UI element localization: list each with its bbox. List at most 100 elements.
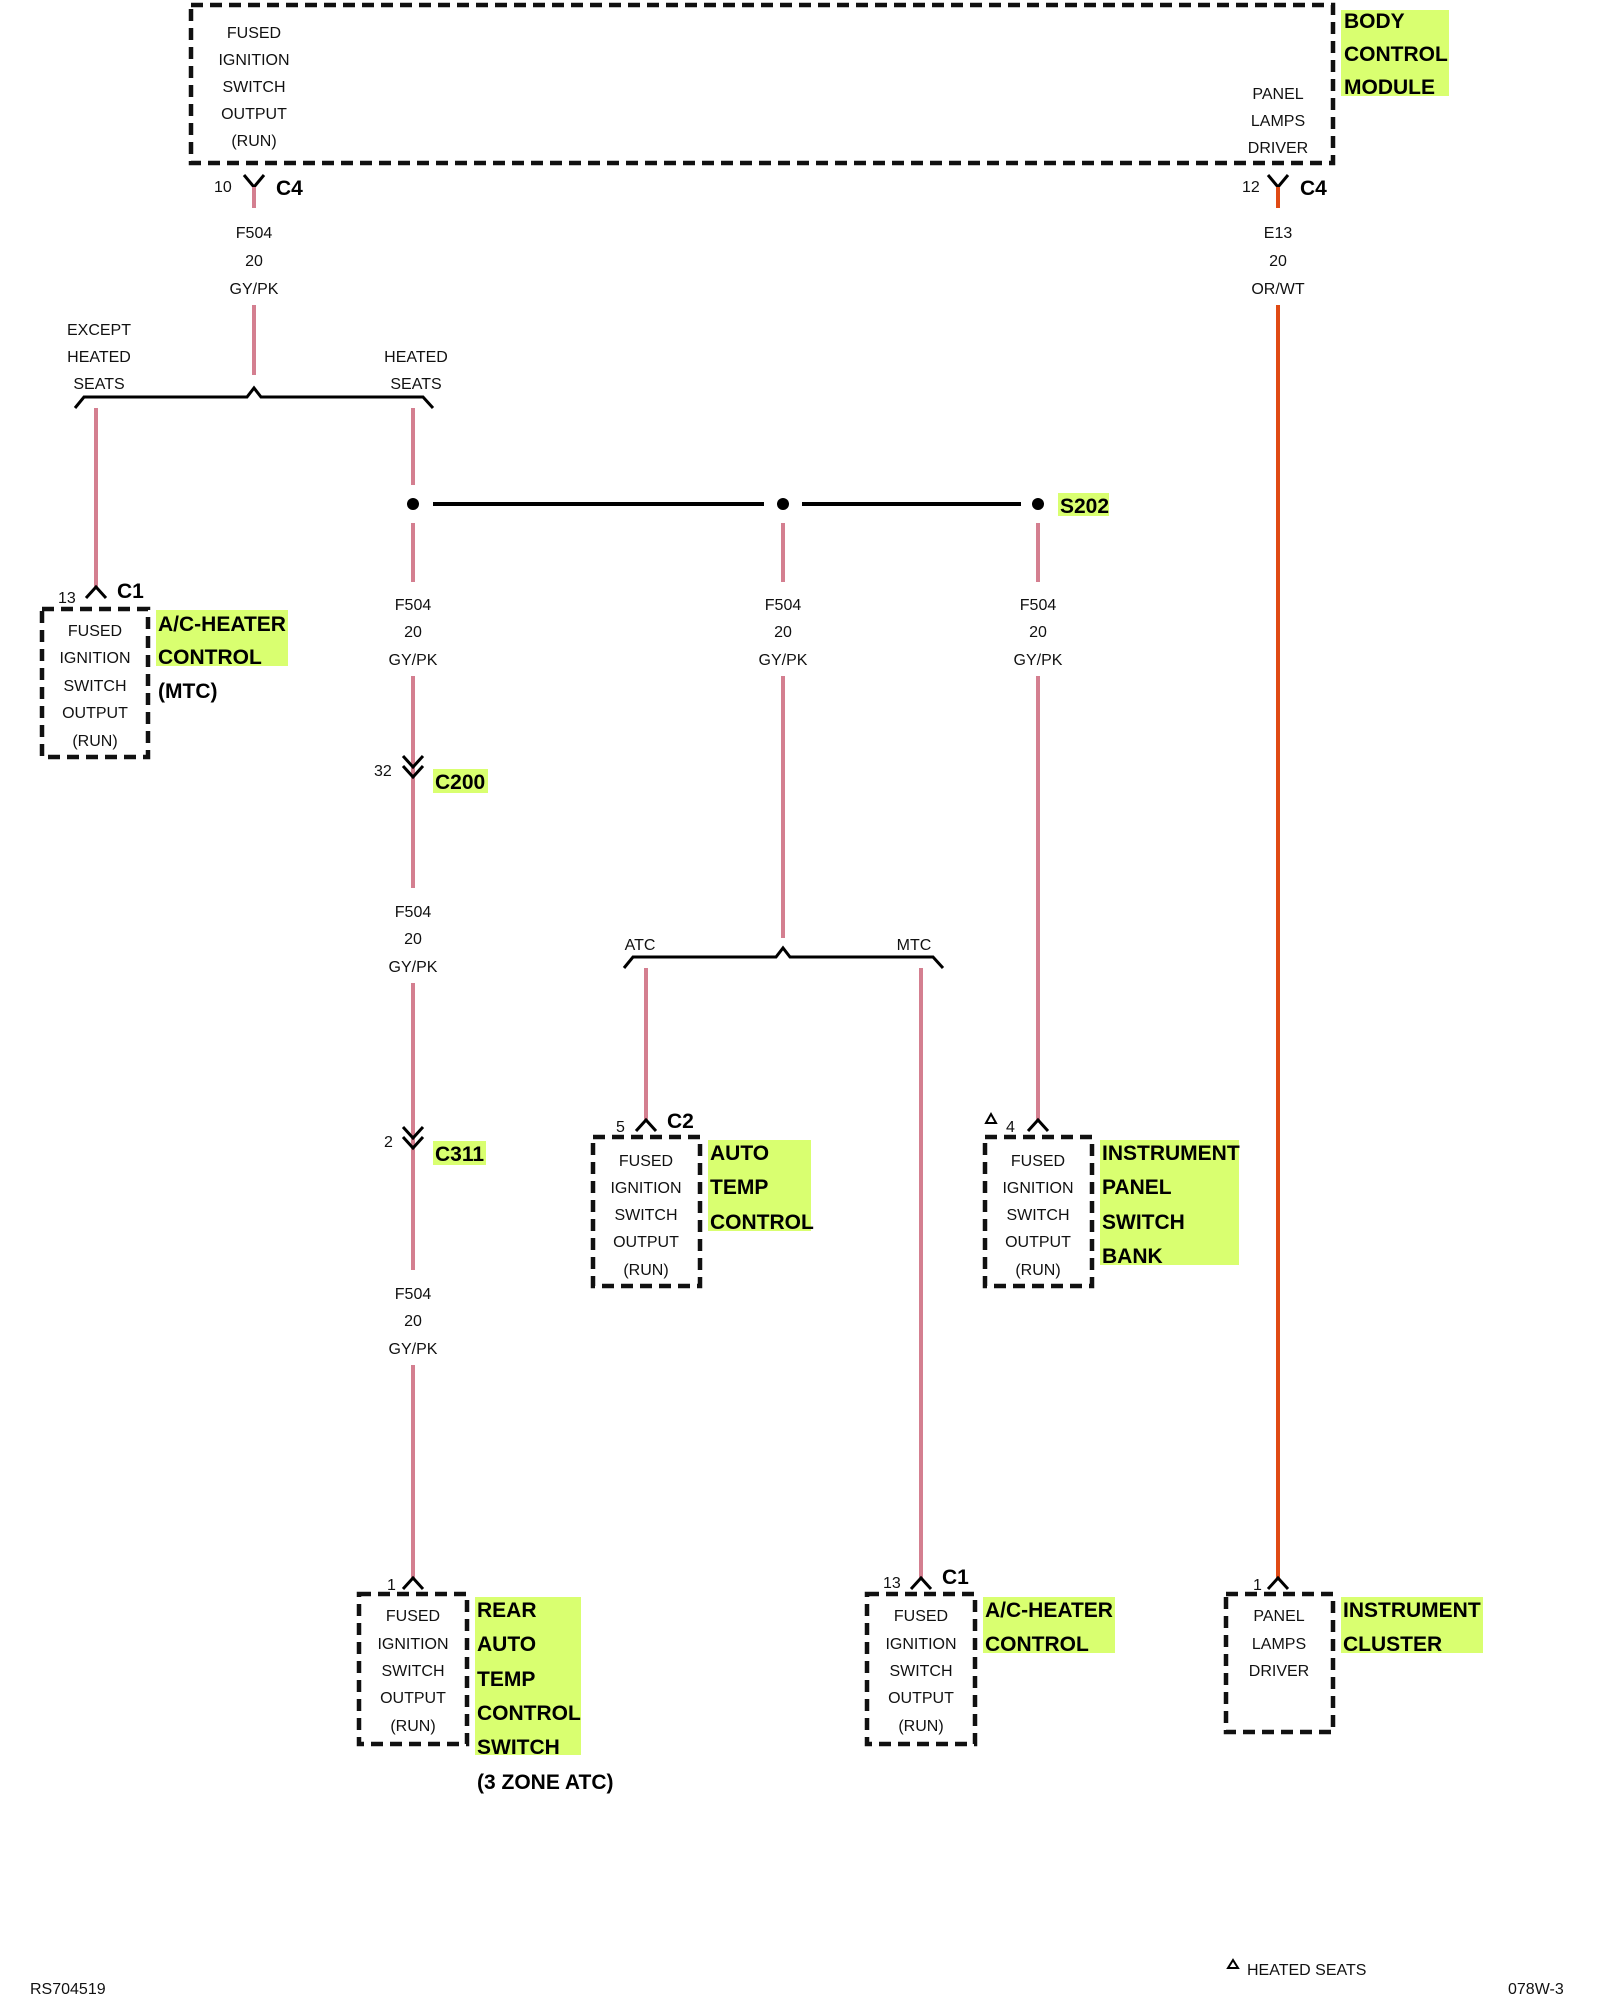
pin-label: IGNITION bbox=[610, 1180, 681, 1197]
c4-left-name: C4 bbox=[276, 177, 303, 200]
footer: RS704519 HEATED SEATS 078W-3 bbox=[30, 1958, 1564, 1998]
pin-label: (RUN) bbox=[623, 1262, 668, 1279]
pin-label: (RUN) bbox=[72, 733, 117, 750]
pin-label: LAMPS bbox=[1252, 1636, 1306, 1653]
pin-label: OUTPUT bbox=[613, 1234, 679, 1251]
wire-label-line: 20 bbox=[1029, 624, 1047, 641]
wire-label-line: F504 bbox=[395, 1286, 432, 1303]
legend-heated-seats: HEATED SEATS bbox=[1247, 1962, 1366, 1979]
wire-label-line: E13 bbox=[1264, 225, 1293, 242]
module-name: REAR bbox=[477, 1599, 537, 1622]
body-control-module: BODY CONTROL MODULE FUSED IGNITION SWITC… bbox=[188, 2, 1449, 166]
pin-label: IGNITION bbox=[377, 1636, 448, 1653]
c1-top-pin: 13 bbox=[58, 590, 76, 607]
pin-label: DRIVER bbox=[1249, 1663, 1309, 1680]
c200-pin: 32 bbox=[374, 763, 392, 780]
module-name: INSTRUMENT bbox=[1102, 1142, 1240, 1165]
module-name: CONTROL bbox=[158, 646, 262, 669]
wire-label-line: F504 bbox=[395, 597, 432, 614]
bcm-name-3: MODULE bbox=[1344, 76, 1435, 99]
connector-c4-right: 12 C4 bbox=[1242, 174, 1327, 200]
pin-label: (RUN) bbox=[1015, 1262, 1060, 1279]
wire-label-line: GY/PK bbox=[389, 652, 438, 669]
pin-label: IGNITION bbox=[885, 1636, 956, 1653]
bcm-right-label-3: DRIVER bbox=[1248, 140, 1308, 157]
branch-except-label: SEATS bbox=[73, 376, 124, 393]
pin-label: (RUN) bbox=[898, 1718, 943, 1735]
connector-c311: 2 C311 bbox=[384, 1125, 486, 1166]
rear-pin: 1 bbox=[387, 1577, 396, 1594]
wire-label-line: F504 bbox=[1020, 597, 1057, 614]
pin-label: FUSED bbox=[619, 1153, 673, 1170]
bcm-name-1: BODY bbox=[1344, 10, 1405, 33]
ac-heater-control-bottom: 13 C1 FUSED IGNITION SWITCH OUTPUT (RUN)… bbox=[864, 1566, 1115, 1747]
pin-label: FUSED bbox=[386, 1608, 440, 1625]
branch-except-label: EXCEPT bbox=[67, 322, 131, 339]
c1-top-name: C1 bbox=[117, 580, 144, 603]
c2-name: C2 bbox=[667, 1110, 694, 1133]
module-name: TEMP bbox=[477, 1668, 535, 1691]
diagram-code-left: RS704519 bbox=[30, 1981, 106, 1998]
pin-label: SWITCH bbox=[889, 1663, 952, 1680]
bcm-pin-label-4: OUTPUT bbox=[221, 106, 287, 123]
wire-label-line: OR/WT bbox=[1251, 281, 1305, 298]
wire-label-e13: E13 20 OR/WT bbox=[1251, 225, 1305, 298]
wire-label-line: GY/PK bbox=[389, 1341, 438, 1358]
connector-c4-left: 10 C4 bbox=[214, 174, 303, 200]
pin-label: IGNITION bbox=[1002, 1180, 1073, 1197]
pin-label: SWITCH bbox=[63, 678, 126, 695]
branch-heated-label: SEATS bbox=[390, 376, 441, 393]
wire-label-line: GY/PK bbox=[389, 959, 438, 976]
module-name: A/C-HEATER bbox=[158, 613, 286, 636]
instrument-cluster: 1 PANEL LAMPS DRIVER INSTRUMENT CLUSTER bbox=[1223, 1575, 1483, 1735]
module-subtitle: (MTC) bbox=[158, 680, 217, 703]
wire-label-f504-col1-c: F504 20 GY/PK bbox=[389, 1286, 438, 1358]
connector-c200: 32 C200 bbox=[374, 754, 488, 794]
wire-label-f504-top: F504 20 GY/PK bbox=[230, 225, 279, 298]
ipsb-pin: 4 bbox=[1006, 1119, 1015, 1136]
pin-label: SWITCH bbox=[381, 1663, 444, 1680]
c1-bottom-name: C1 bbox=[942, 1566, 969, 1589]
bcm-pin-label-2: IGNITION bbox=[218, 52, 289, 69]
bcm-pin-label-1: FUSED bbox=[227, 25, 281, 42]
bcm-right-label-2: LAMPS bbox=[1251, 113, 1305, 130]
splice-s202: S202 bbox=[407, 493, 1109, 518]
pin-label: (RUN) bbox=[390, 1718, 435, 1735]
pin-label: FUSED bbox=[894, 1608, 948, 1625]
pin-label: OUTPUT bbox=[1005, 1234, 1071, 1251]
module-name: SWITCH bbox=[477, 1736, 560, 1759]
branch-except-label: HEATED bbox=[67, 349, 131, 366]
option-bracket-atc-mtc: ATC MTC bbox=[622, 937, 945, 970]
c4-right-pin: 12 bbox=[1242, 179, 1260, 196]
wire-label-f504-col2: F504 20 GY/PK bbox=[759, 597, 808, 669]
option-bracket-heated-seats: EXCEPT HEATED SEATS HEATED SEATS bbox=[67, 322, 448, 410]
module-name: TEMP bbox=[710, 1176, 768, 1199]
module-name: INSTRUMENT bbox=[1343, 1599, 1481, 1622]
branch-heated-label: HEATED bbox=[384, 349, 448, 366]
pin-label: FUSED bbox=[1011, 1153, 1065, 1170]
legend-triangle-icon bbox=[1226, 1958, 1240, 1969]
c311-pin: 2 bbox=[384, 1134, 393, 1151]
c311-name: C311 bbox=[435, 1143, 484, 1166]
ac-heater-control-mtc-top: 13 C1 FUSED IGNITION SWITCH OUTPUT (RUN)… bbox=[39, 580, 288, 760]
c2-pin: 5 bbox=[616, 1119, 625, 1136]
splice-name: S202 bbox=[1060, 495, 1109, 518]
rear-auto-temp-control-switch: 1 FUSED IGNITION SWITCH OUTPUT (RUN) REA… bbox=[356, 1575, 614, 1794]
connector-c1-top bbox=[84, 584, 108, 600]
branch-mtc-label: MTC bbox=[897, 937, 932, 954]
module-name: BANK bbox=[1102, 1245, 1163, 1268]
module-subtitle: (3 ZONE ATC) bbox=[477, 1771, 614, 1794]
diagram-code-right: 078W-3 bbox=[1508, 1981, 1564, 1998]
module-name: SWITCH bbox=[1102, 1211, 1185, 1234]
wire-label-line: 20 bbox=[245, 253, 263, 270]
module-name: PANEL bbox=[1102, 1176, 1172, 1199]
module-name: CLUSTER bbox=[1343, 1633, 1442, 1656]
cluster-pin: 1 bbox=[1253, 1577, 1262, 1594]
connector-cluster bbox=[1266, 1575, 1290, 1591]
wire-label-line: 20 bbox=[404, 931, 422, 948]
module-name: CONTROL bbox=[710, 1211, 814, 1234]
bcm-pin-label-5: (RUN) bbox=[231, 133, 276, 150]
wire-label-line: 20 bbox=[774, 624, 792, 641]
pin-label: SWITCH bbox=[1006, 1207, 1069, 1224]
